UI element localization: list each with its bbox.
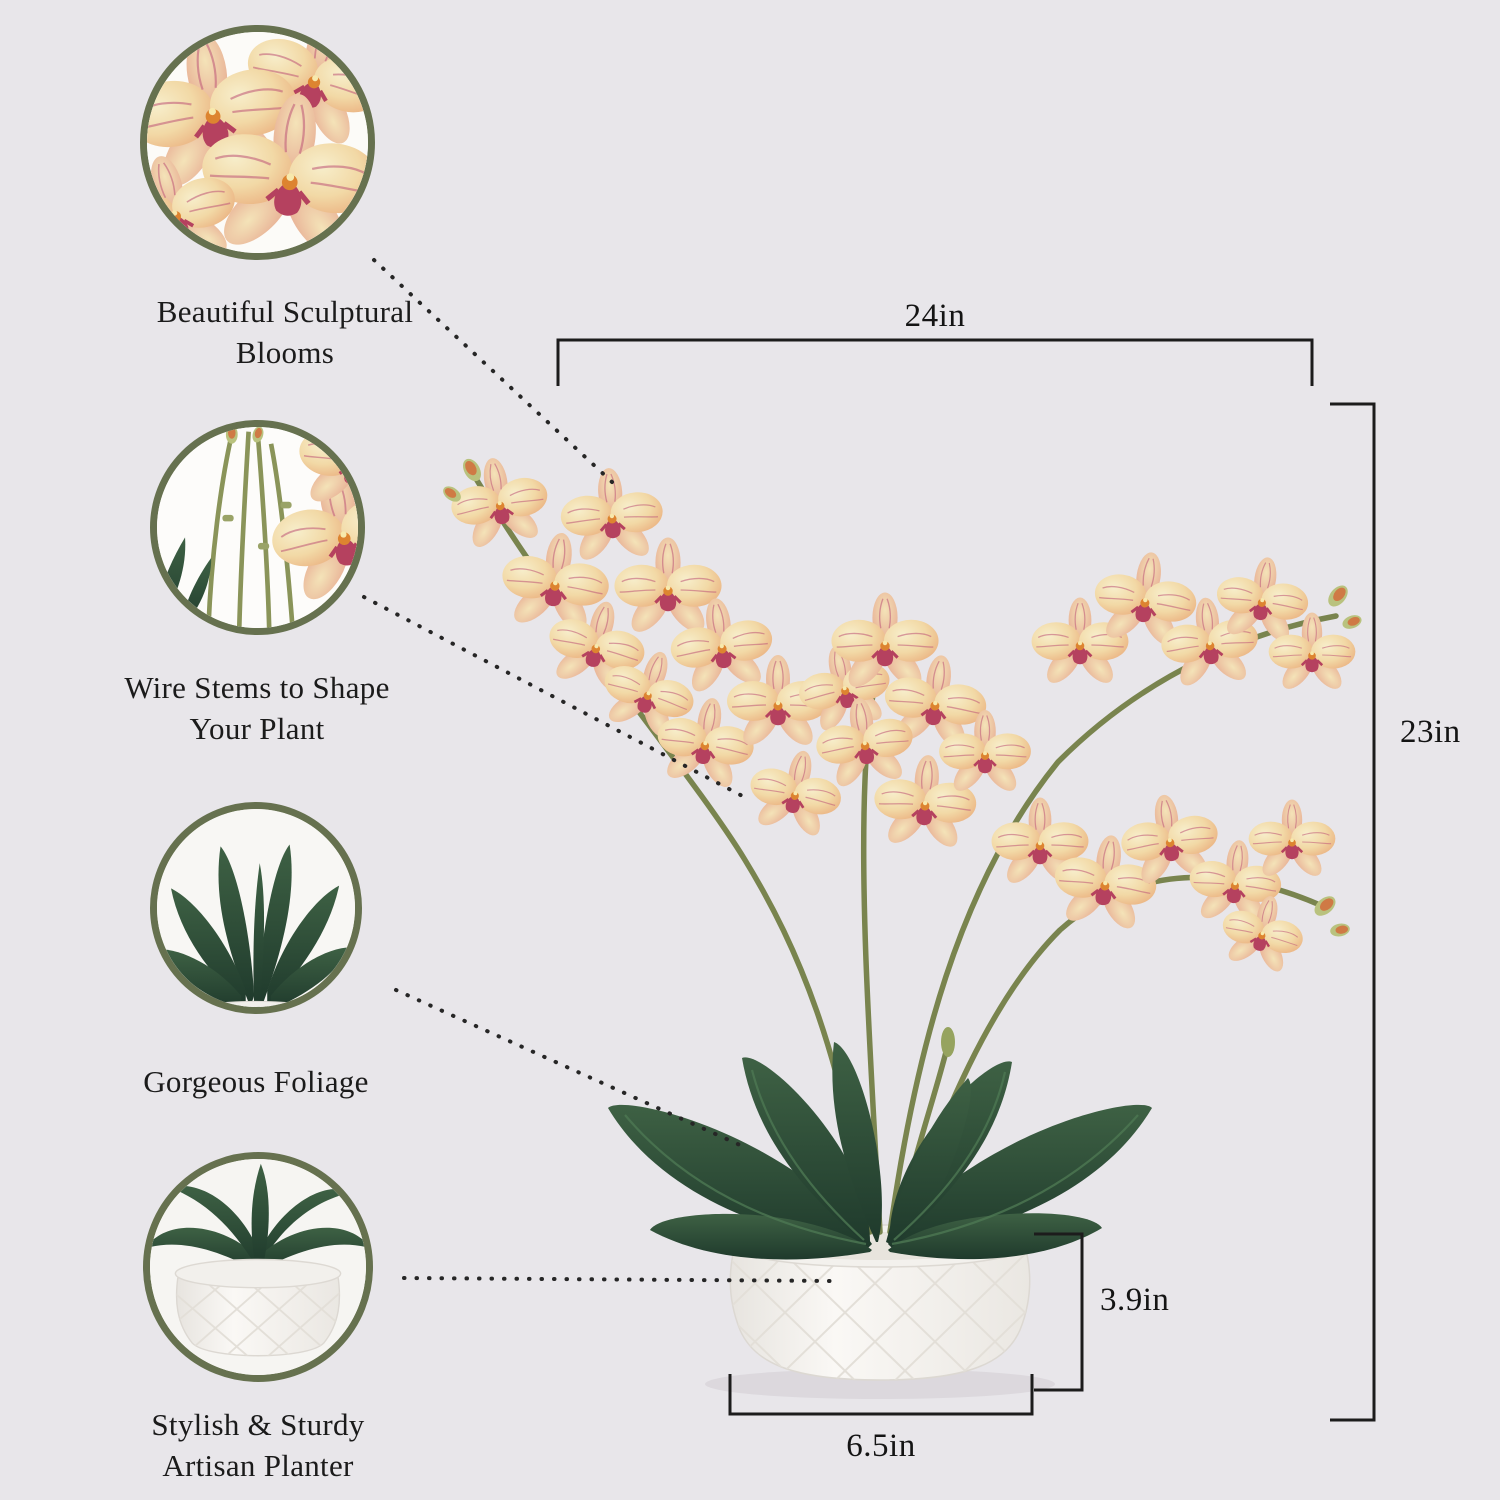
callout-label-stems: Wire Stems to Shape Your Plant <box>124 670 390 746</box>
dimension-width-label: 24in <box>904 298 966 334</box>
leader-line-planter <box>402 1276 840 1283</box>
callout-photo-stems <box>150 420 365 635</box>
callout-label-planter: Stylish & Sturdy Artisan Planter <box>151 1407 365 1483</box>
stem-tip-bud <box>941 1027 955 1057</box>
leader-line-stems <box>362 595 752 802</box>
callout-label-foliage: Gorgeous Foliage <box>143 1064 369 1099</box>
dimension-brackets <box>556 338 1376 1422</box>
callout-photo-blooms <box>140 25 375 260</box>
leader-line-foliage <box>394 988 744 1148</box>
dimension-pot-height-bracket <box>1034 1232 1084 1392</box>
dimension-pot-width-label: 6.5in <box>846 1428 916 1464</box>
orchid-flowers <box>440 448 1364 1057</box>
dimension-pot-height-label: 3.9in <box>1100 1282 1170 1318</box>
leader-line-blooms <box>372 258 614 484</box>
callout-photo-planter <box>143 1152 373 1382</box>
leader-lines <box>362 258 840 1283</box>
callout-label-blooms: Beautiful Sculptural Blooms <box>156 294 414 370</box>
dimension-width-bracket <box>556 338 1314 386</box>
pot-shadow <box>705 1369 1055 1399</box>
callout-photo-foliage <box>150 802 362 1014</box>
plant-leaves <box>608 1042 1152 1260</box>
dimension-pot-width-bracket <box>728 1374 1034 1416</box>
dimension-height-label: 23in <box>1400 714 1461 750</box>
dimension-height-bracket <box>1330 402 1376 1422</box>
